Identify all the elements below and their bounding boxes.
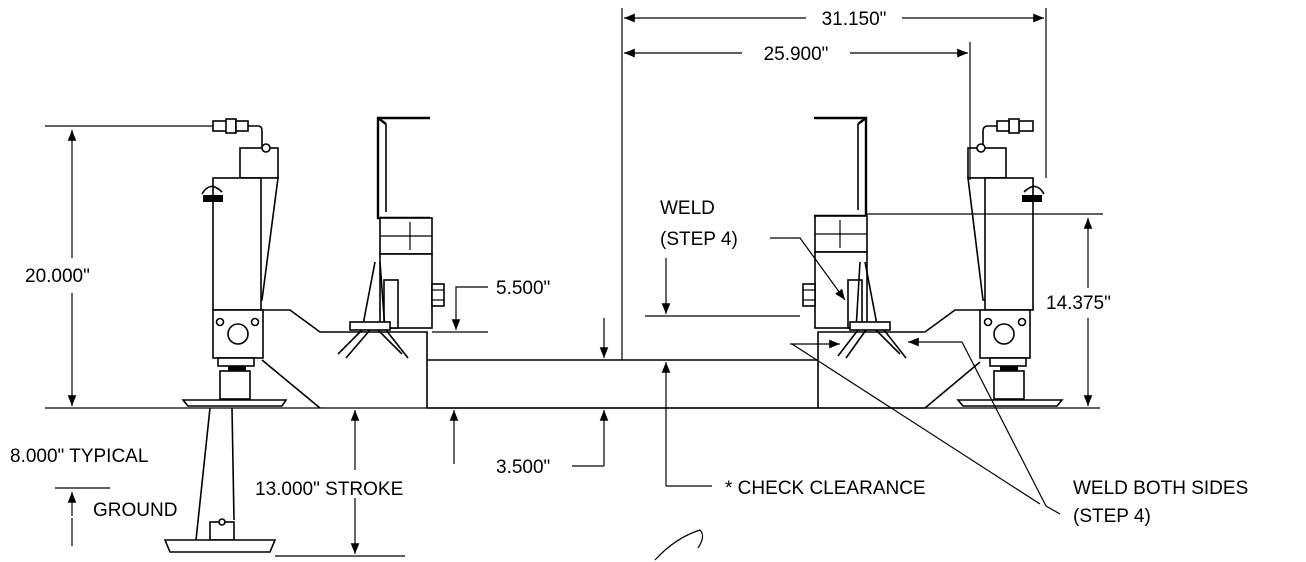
right-jack — [956, 118, 1064, 407]
label-ground: GROUND — [93, 500, 177, 521]
label-weld-both-line2: (STEP 4) — [1073, 506, 1151, 527]
label-weld-line2: (STEP 4) — [660, 229, 738, 250]
label-check-clearance: * CHECK CLEARANCE — [725, 478, 926, 499]
dim-stroke: 13.000" STROKE — [255, 479, 403, 500]
label-weld-line1: WELD — [660, 198, 715, 219]
dim-overall-width: 31.150" — [822, 9, 887, 30]
right-mount-bracket — [802, 116, 907, 359]
dimension-lines — [45, 8, 1103, 557]
dim-typical: 8.000" TYPICAL — [10, 446, 148, 467]
left-mount-bracket — [337, 116, 445, 359]
dim-drop: 5.500" — [496, 278, 550, 299]
dim-offset: 3.500" — [496, 457, 550, 478]
left-jack — [163, 118, 288, 553]
frame-assembly — [45, 309, 1100, 409]
label-weld-both-line1: WELD BOTH SIDES — [1073, 478, 1248, 499]
dim-height: 20.000" — [25, 266, 90, 287]
dim-inner-width: 25.900" — [764, 44, 829, 65]
partial-detail-fragment — [654, 529, 704, 561]
dim-bracket-height: 14.375" — [1046, 293, 1111, 314]
